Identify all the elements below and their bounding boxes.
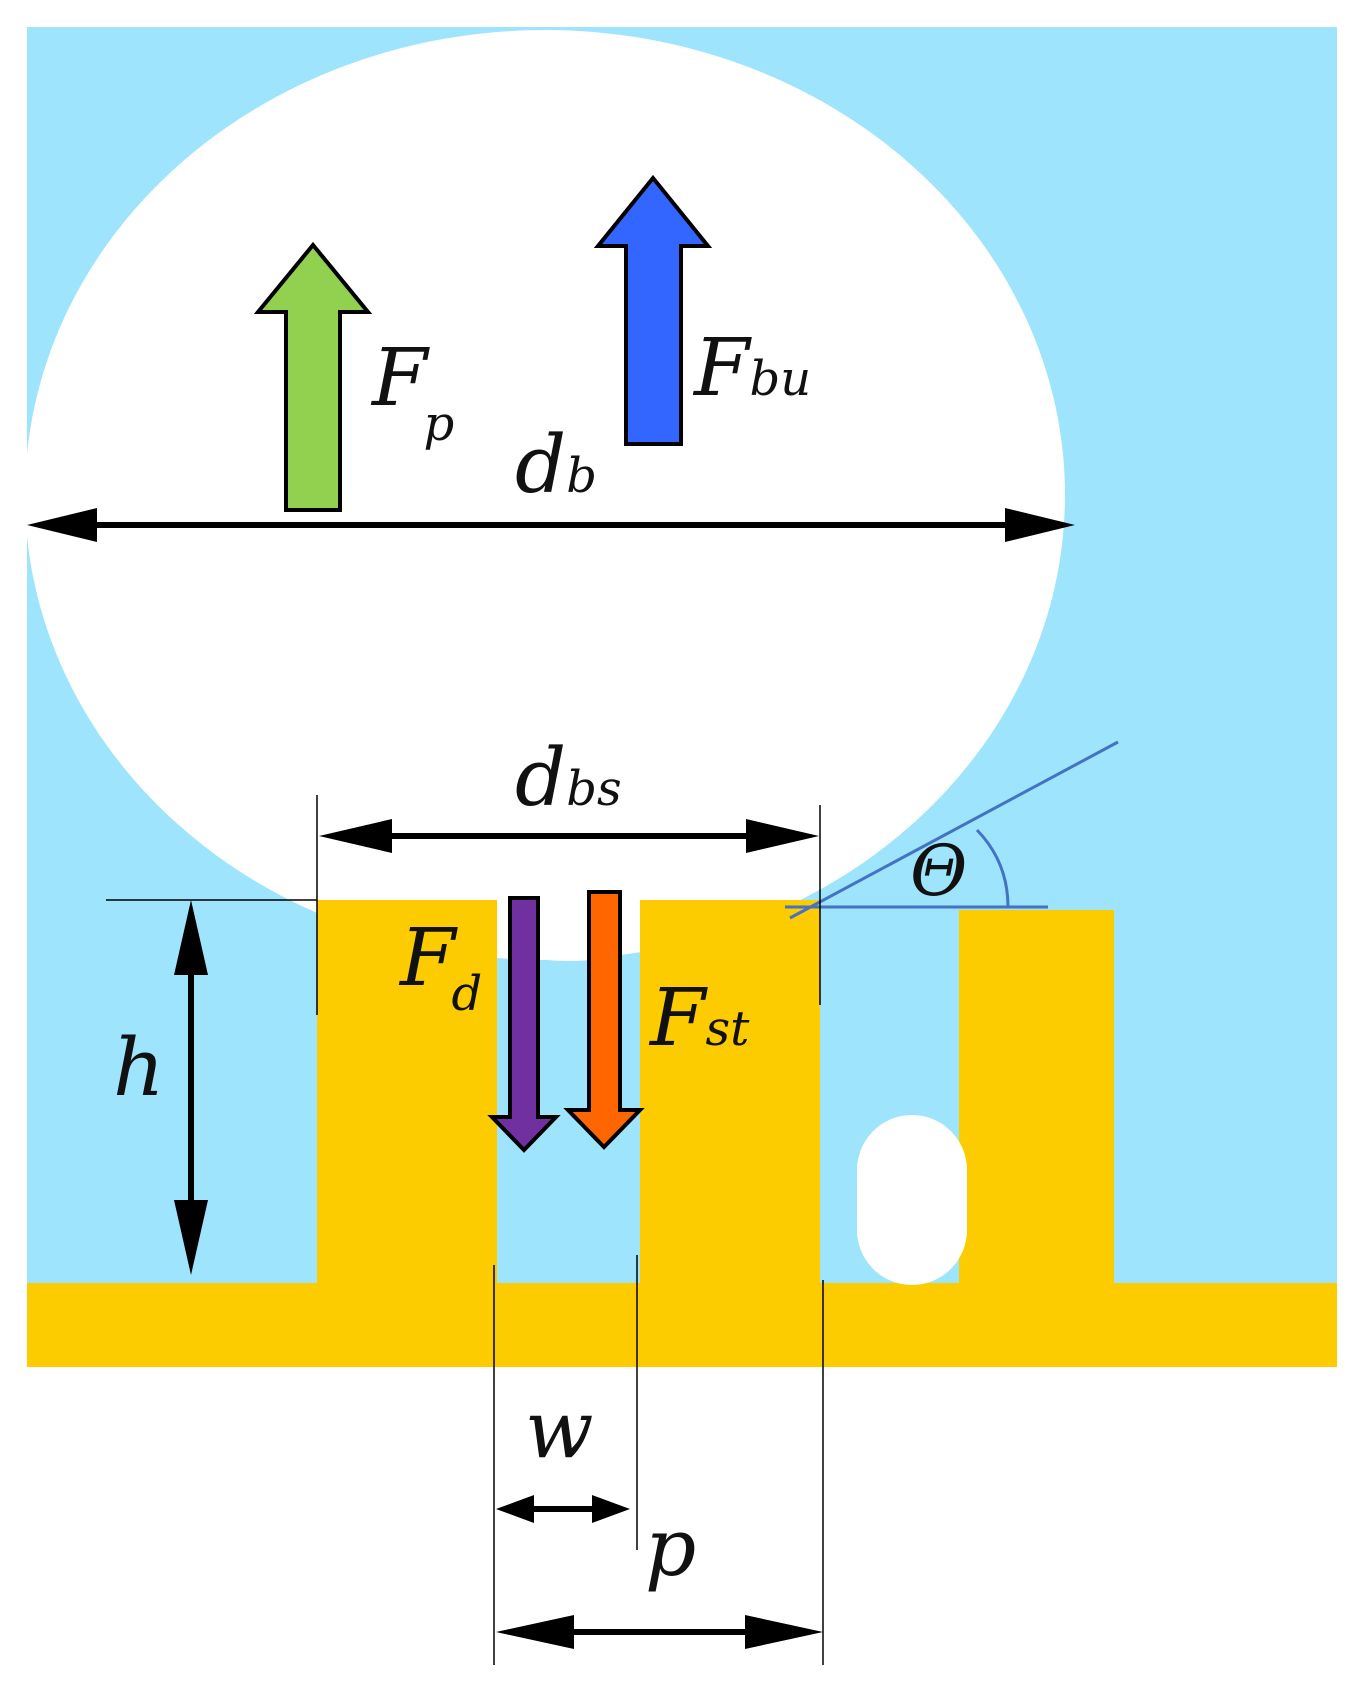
w-dimension-arrow [496,1495,630,1523]
extension-lines [106,795,824,1665]
small-bubble [857,1115,967,1285]
bubble [27,30,1065,960]
fbu-arrow [593,174,713,446]
fd-label: Fd [398,911,482,1022]
fp-arrow [253,241,373,512]
h-dimension-arrow [174,900,208,1275]
fd-arrow [487,896,561,1153]
p-dimension-arrow [496,1615,823,1649]
fst-arrow [563,890,645,1150]
h-label: h [113,1021,165,1114]
fst-label: Fst [648,971,750,1064]
fp-label: Fp [370,331,454,452]
db-label: db [515,418,597,511]
dbs-label: dbs [515,731,622,824]
w-label: w [525,1383,593,1476]
pillar-middle [640,900,820,1288]
theta-label: Θ [910,830,967,912]
dbs-dimension-arrow [319,819,819,853]
substrate-base [27,1283,1337,1367]
pillar-right [959,910,1114,1288]
fbu-label: Fbu [692,321,811,414]
p-label: p [645,1501,696,1594]
contact-angle-arc [975,828,1010,908]
db-dimension-arrow [27,508,1075,542]
pillar-left [317,900,497,1288]
contact-angle-tangent-line [789,740,1119,920]
